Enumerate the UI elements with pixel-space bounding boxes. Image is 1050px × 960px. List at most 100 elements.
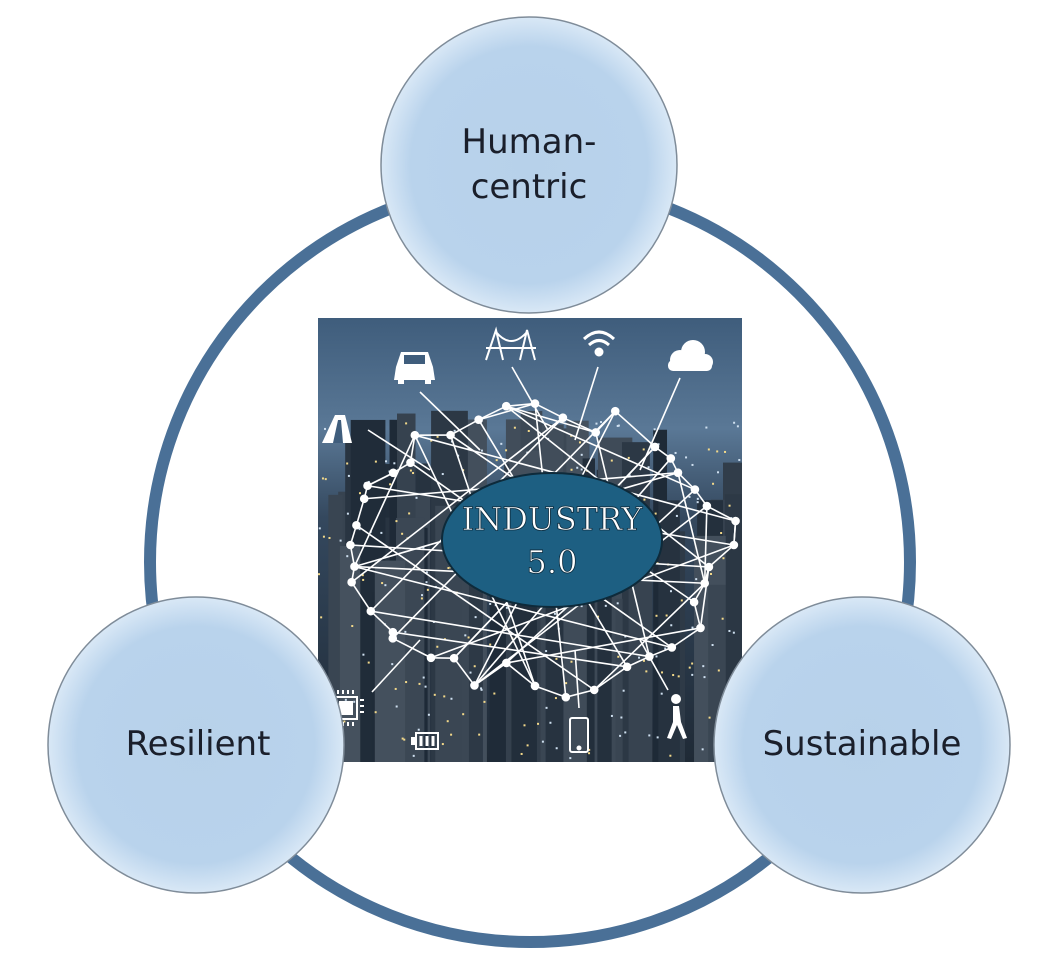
window-light	[447, 567, 450, 570]
window-light	[570, 468, 573, 471]
window-light	[318, 527, 321, 530]
window-light	[473, 665, 476, 668]
battery-icon	[411, 732, 439, 750]
window-light	[389, 483, 392, 486]
window-light	[480, 449, 483, 452]
window-light	[655, 655, 658, 658]
network-link	[505, 405, 696, 491]
network-link	[478, 405, 507, 421]
window-light	[655, 614, 658, 617]
window-light	[617, 424, 620, 427]
window-light	[728, 629, 731, 632]
center-title-line1: INDUSTRY	[462, 500, 644, 538]
window-light	[660, 692, 663, 695]
window-light	[380, 531, 383, 534]
window-light	[716, 450, 719, 453]
network-link	[614, 410, 656, 448]
window-light	[554, 697, 557, 700]
bridge-icon	[485, 326, 536, 361]
window-light	[738, 458, 741, 461]
car-icon	[394, 352, 435, 384]
network-node	[689, 597, 699, 607]
window-light	[722, 557, 725, 560]
window-light	[657, 443, 660, 446]
window-light	[384, 584, 387, 587]
window-light	[565, 682, 568, 685]
window-light	[401, 737, 404, 740]
icon-link	[639, 377, 681, 471]
window-light	[555, 747, 558, 750]
window-light	[412, 472, 415, 475]
network-link	[453, 657, 476, 686]
network-node	[426, 653, 436, 663]
window-light	[433, 693, 436, 696]
window-light	[324, 478, 327, 481]
window-light	[728, 504, 731, 507]
window-light	[394, 687, 397, 690]
window-light	[409, 469, 412, 472]
window-light	[545, 706, 548, 709]
network-node	[558, 413, 568, 422]
window-light	[420, 597, 423, 600]
window-light	[523, 724, 526, 727]
network-node	[610, 406, 620, 416]
window-light	[418, 682, 421, 685]
window-light	[595, 422, 598, 425]
window-light	[627, 456, 630, 459]
window-light	[675, 514, 678, 517]
network-link	[706, 505, 736, 522]
network-link	[370, 610, 650, 658]
window-light	[620, 716, 623, 719]
window-light	[361, 574, 364, 577]
window-light	[578, 441, 581, 444]
window-light	[642, 448, 645, 451]
window-light	[617, 655, 620, 658]
window-light	[647, 466, 650, 469]
window-light	[426, 588, 429, 591]
icon-link	[367, 429, 431, 471]
network-link	[506, 627, 701, 664]
network-link	[565, 689, 595, 698]
window-light	[478, 733, 481, 736]
window-light	[351, 625, 354, 628]
window-light	[343, 720, 346, 723]
window-light	[441, 743, 444, 746]
window-light	[628, 474, 631, 477]
network-node	[352, 520, 361, 530]
window-light	[653, 428, 656, 431]
network-link	[350, 581, 372, 612]
window-light	[450, 697, 453, 700]
window-light	[600, 421, 603, 424]
window-light	[569, 757, 572, 760]
network-node	[731, 516, 740, 526]
window-light	[624, 731, 627, 734]
walking-person-icon	[667, 694, 687, 739]
network-node	[650, 442, 660, 452]
window-light	[665, 614, 668, 617]
window-light	[495, 459, 498, 462]
window-light	[708, 716, 711, 719]
window-light	[422, 546, 425, 549]
window-light	[381, 582, 384, 585]
window-light	[500, 442, 503, 445]
wifi-icon	[582, 330, 616, 357]
window-light	[656, 736, 659, 739]
window-light	[705, 426, 708, 429]
window-light	[661, 671, 664, 674]
window-light	[555, 657, 558, 660]
center-title: INDUSTRY 5.0	[441, 472, 663, 608]
window-light	[520, 752, 523, 755]
network-link	[534, 685, 567, 698]
window-light	[691, 463, 694, 466]
network-link	[450, 419, 480, 436]
window-light	[358, 492, 361, 495]
window-light	[346, 462, 349, 465]
network-link	[392, 631, 628, 668]
window-light	[505, 449, 508, 452]
center-title-line2: 5.0	[527, 543, 578, 581]
pillar-resilient: Resilient	[47, 596, 345, 894]
window-light	[721, 617, 724, 620]
window-light	[395, 705, 398, 708]
window-light	[404, 630, 407, 633]
window-light	[664, 647, 667, 650]
